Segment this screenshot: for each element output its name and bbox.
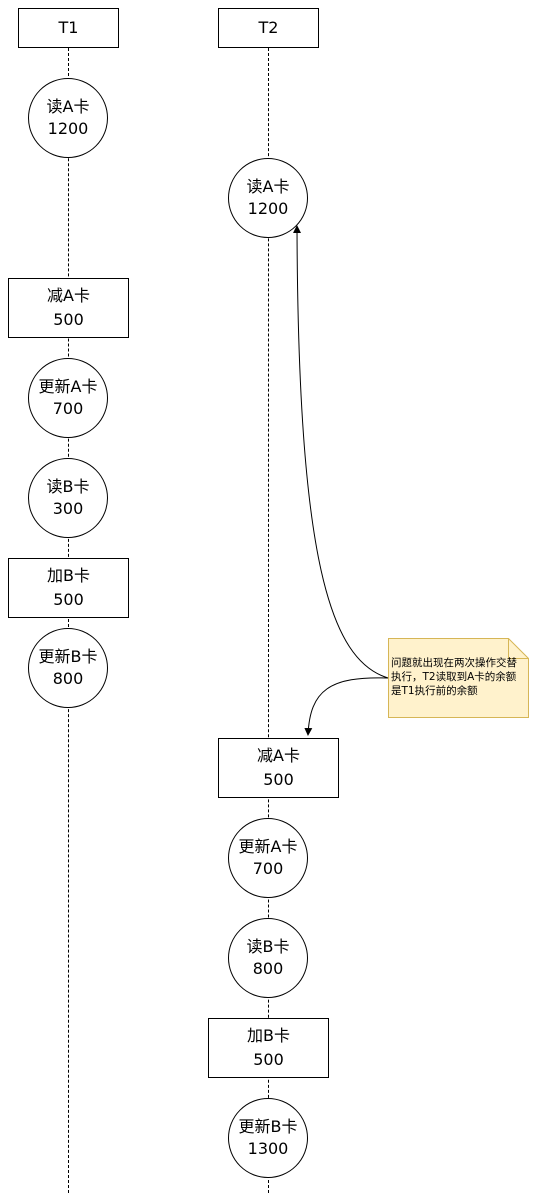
node-value: 700 <box>52 399 84 418</box>
node-value: 1200 <box>47 119 89 138</box>
node-label: 更新B卡 <box>38 647 98 666</box>
node-label: 更新B卡 <box>238 1117 298 1136</box>
node-value: 500 <box>53 310 84 329</box>
t2-lifeline <box>268 48 269 1193</box>
node-value: 800 <box>252 959 284 978</box>
t1-read-b-node: 读B卡 300 <box>28 458 108 538</box>
t1-header: T1 <box>18 8 119 48</box>
note-shape <box>388 638 529 718</box>
t2-subtract-a-node: 减A卡 500 <box>218 738 339 798</box>
node-value: 500 <box>53 590 84 609</box>
node-label: 加B卡 <box>47 566 90 585</box>
t2-add-b-node: 加B卡 500 <box>208 1018 329 1078</box>
t1-header-label: T1 <box>58 18 79 37</box>
node-label: 减A卡 <box>47 286 90 305</box>
arrow-to-t2-subtract-a <box>304 677 389 736</box>
t1-add-b-node: 加B卡 500 <box>8 558 129 618</box>
t1-update-a-node: 更新A卡 700 <box>28 358 108 438</box>
arrow-to-t2-read-a <box>293 225 389 679</box>
t2-header-label: T2 <box>258 18 279 37</box>
node-value: 500 <box>263 770 294 789</box>
t2-header: T2 <box>218 8 319 48</box>
node-label: 减A卡 <box>257 746 300 765</box>
node-value: 1200 <box>247 199 289 218</box>
node-value: 800 <box>52 669 84 688</box>
t1-subtract-a-node: 减A卡 500 <box>8 278 129 338</box>
t1-lifeline <box>68 48 69 1193</box>
node-label: 读A卡 <box>246 177 290 196</box>
problem-note: 问题就出现在两次操作交替执行，T2读取到A卡的余额是T1执行前的余额 <box>388 638 529 718</box>
node-label: 更新A卡 <box>238 837 298 856</box>
t2-read-a-node: 读A卡 1200 <box>228 158 308 238</box>
node-label: 读A卡 <box>46 97 90 116</box>
node-value: 300 <box>52 499 84 518</box>
node-value: 500 <box>253 1050 284 1069</box>
t1-read-a-node: 读A卡 1200 <box>28 78 108 158</box>
note-text: 问题就出现在两次操作交替执行，T2读取到A卡的余额是T1执行前的余额 <box>391 657 517 697</box>
t2-update-b-node: 更新B卡 1300 <box>228 1098 308 1178</box>
node-label: 更新A卡 <box>38 377 98 396</box>
node-label: 读B卡 <box>46 477 90 496</box>
node-label: 读B卡 <box>246 937 290 956</box>
t2-read-b-node: 读B卡 800 <box>228 918 308 998</box>
node-value: 1300 <box>247 1139 289 1158</box>
node-label: 加B卡 <box>247 1026 290 1045</box>
node-value: 700 <box>252 859 284 878</box>
t2-update-a-node: 更新A卡 700 <box>228 818 308 898</box>
t1-update-b-node: 更新B卡 800 <box>28 628 108 708</box>
